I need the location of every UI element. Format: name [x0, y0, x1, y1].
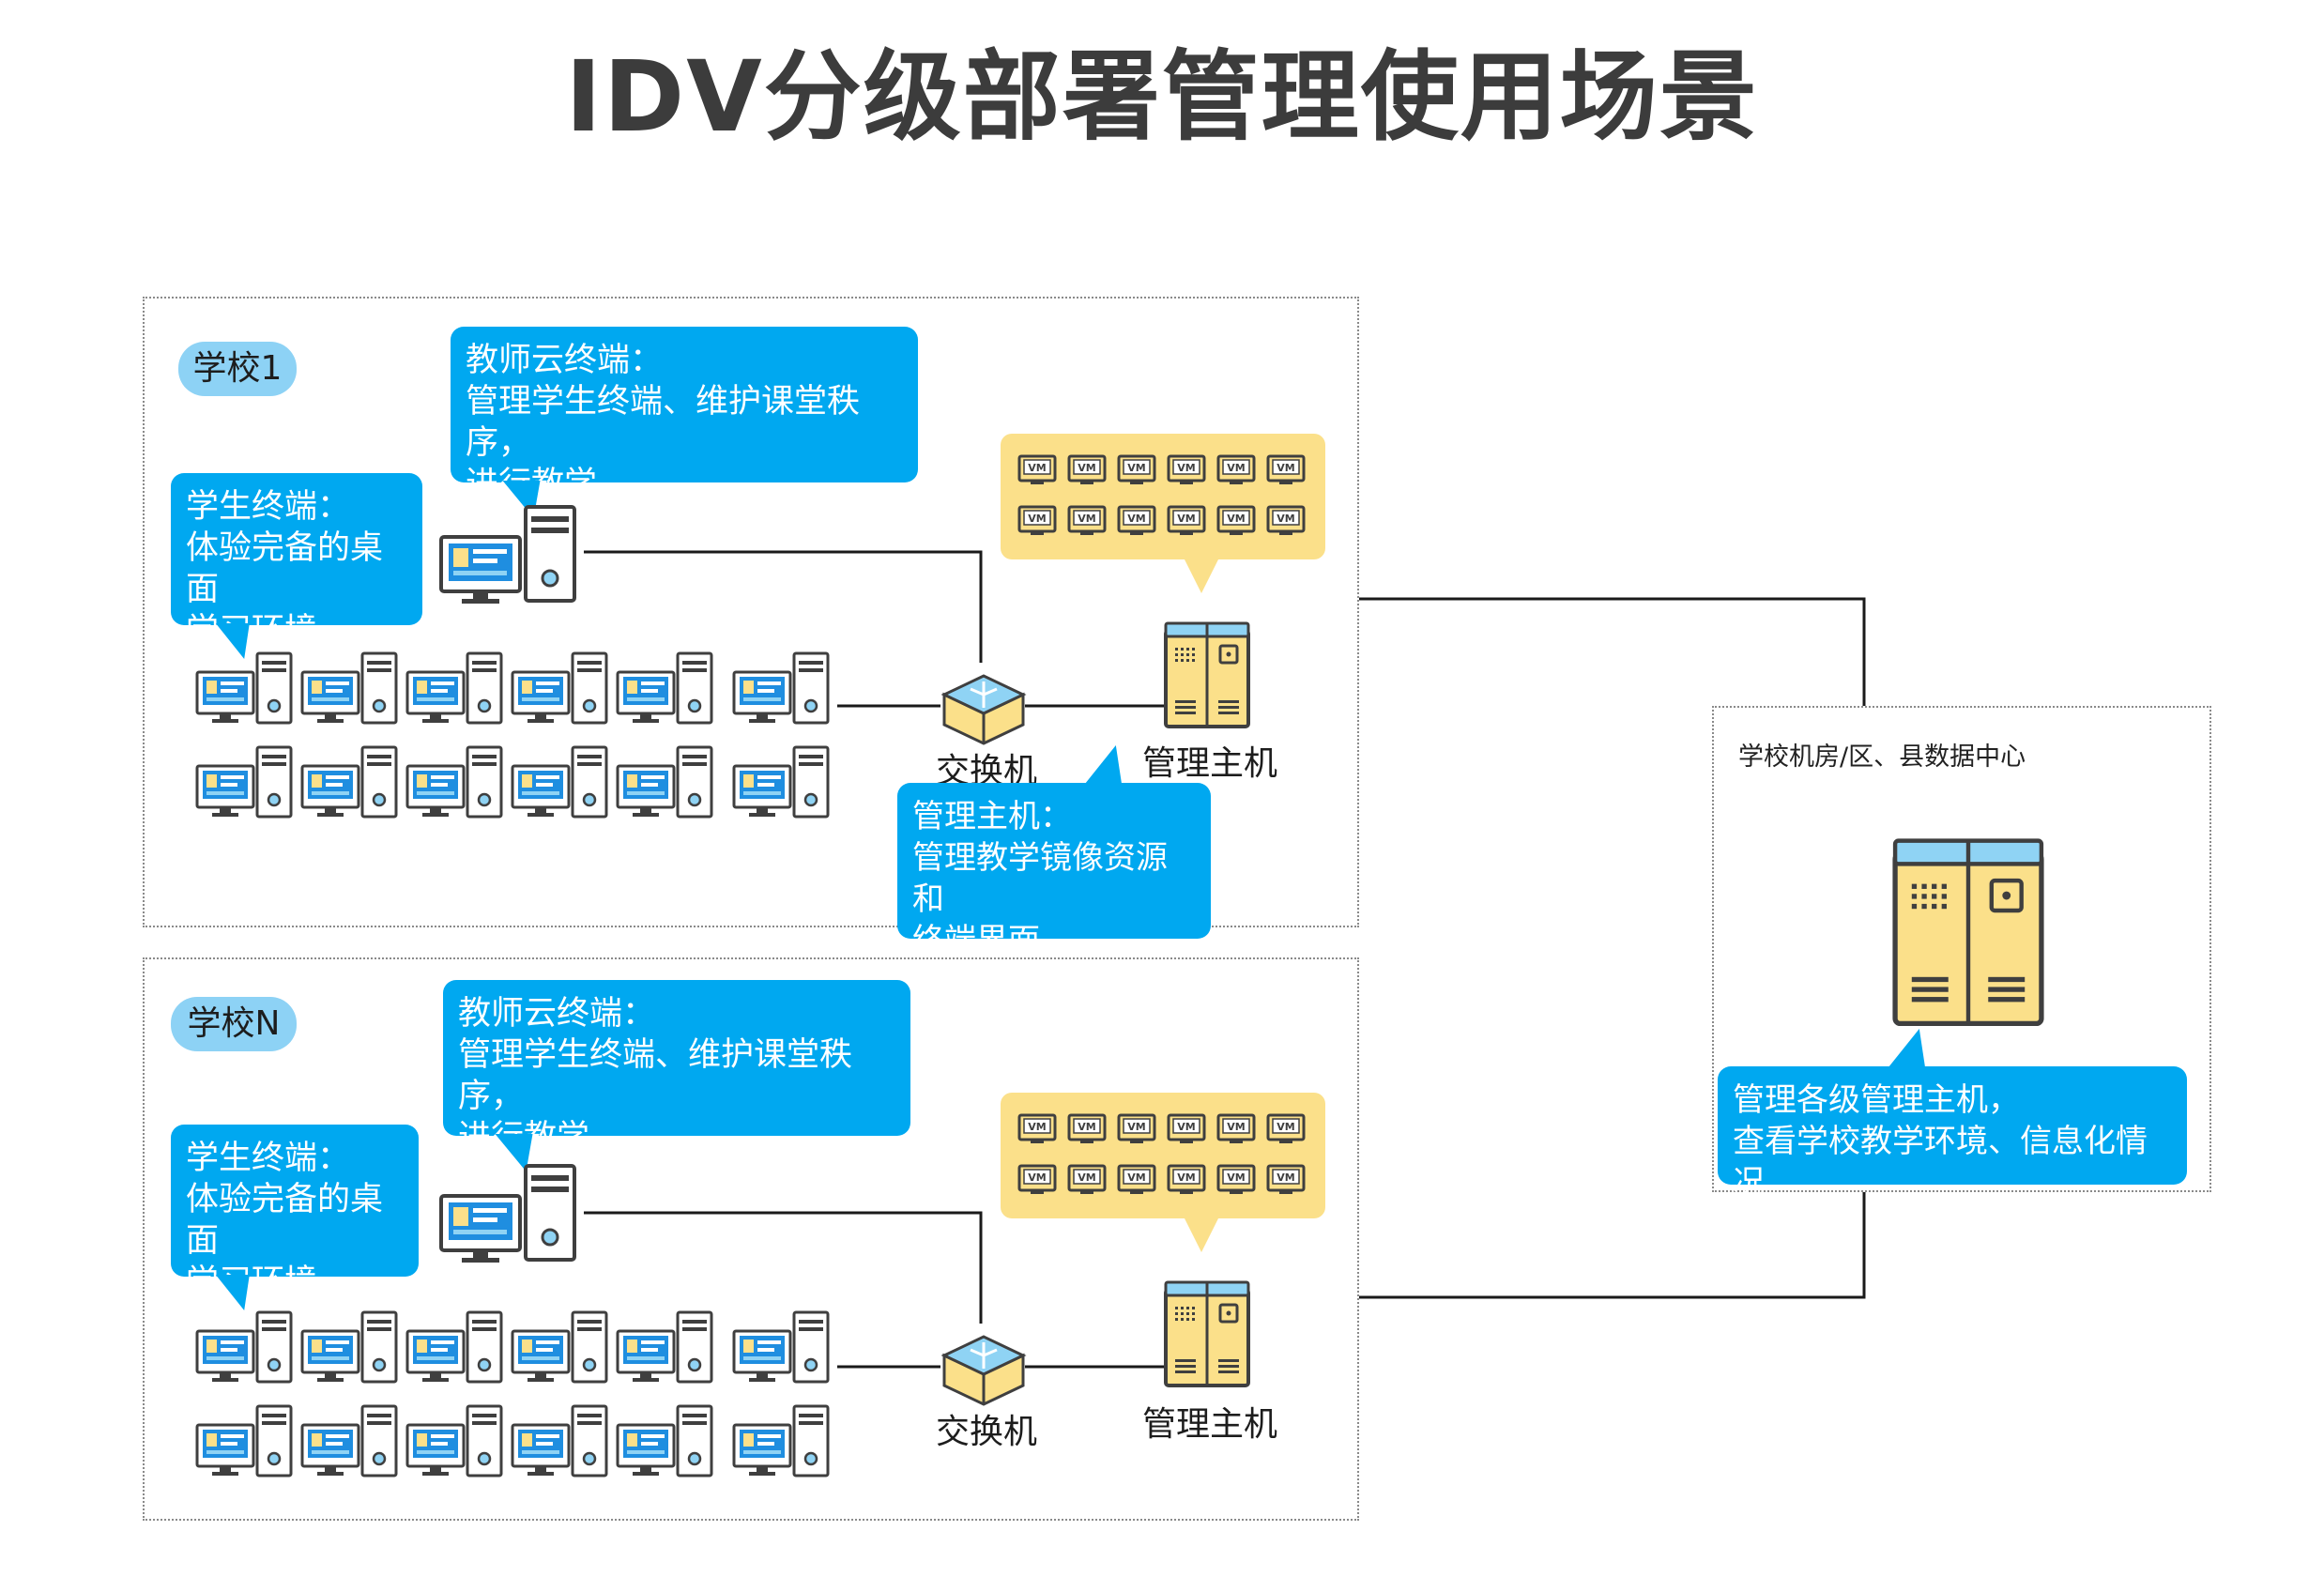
- student-pc-icon: [405, 1310, 503, 1384]
- link-schooln-datacenter: [1359, 1192, 1866, 1299]
- teacher-pc-icon: [439, 1162, 580, 1265]
- host-label-n: 管理主机: [1141, 1405, 1277, 1444]
- student-pc-icon: [405, 745, 503, 819]
- student-bubble-1: 学生终端： 体验完备的桌面 学习环境: [171, 473, 422, 650]
- datacenter-label: 学校机房/区、县数据中心: [1738, 743, 2026, 772]
- host-label-1: 管理主机: [1141, 744, 1277, 783]
- teacher-bubble-n: 教师云终端： 管理学生终端、维护课堂秩序， 进行教学: [443, 980, 910, 1156]
- student-pc-icon: [616, 1404, 713, 1477]
- vm-panel-1-tail: [1185, 559, 1218, 593]
- school-n-badge: 学校N: [171, 997, 297, 1051]
- student-pc-icon: [732, 651, 830, 725]
- student-pc-icon: [300, 1404, 398, 1477]
- student-pc-icon: [511, 745, 608, 819]
- teacher-pc-icon: [439, 503, 580, 606]
- link-teacher-switch-n: [584, 1211, 983, 1324]
- student-pc-icon: [195, 1404, 293, 1477]
- teacher-bubble-1: 教师云终端： 管理学生终端、维护课堂秩序， 进行教学: [451, 327, 918, 503]
- student-pc-grid-1: [195, 651, 843, 820]
- student-pc-icon: [195, 1310, 293, 1384]
- school-1-region: [143, 297, 1359, 927]
- student-pc-icon: [195, 745, 293, 819]
- vm-panel-1: VM: [1001, 434, 1325, 559]
- school-1-badge: 学校1: [178, 342, 297, 396]
- server-icon: [1162, 620, 1252, 730]
- student-pc-icon: [405, 651, 503, 725]
- diagram-title: IDV分级部署管理使用场景: [565, 39, 1759, 154]
- student-pc-icon: [300, 1310, 398, 1384]
- student-pc-icon: [511, 1404, 608, 1477]
- link-school1-datacenter: [1359, 597, 1866, 706]
- student-pc-icon: [511, 651, 608, 725]
- datacenter-bubble: 管理各级管理主机， 查看学校教学环境、信息化情况: [1718, 1066, 2187, 1202]
- link-teacher-switch-1: [584, 550, 983, 663]
- switch-label-n: 交换机: [935, 1413, 1037, 1451]
- student-bubble-n: 学生终端： 体验完备的桌面 学习环境: [171, 1125, 419, 1301]
- student-pc-icon: [732, 745, 830, 819]
- vm-panel-n: VM: [1001, 1093, 1325, 1218]
- student-pc-icon: [300, 745, 398, 819]
- datacenter-region: [1712, 706, 2211, 1192]
- student-pc-icon: [732, 1404, 830, 1477]
- vm-panel-n-tail: [1185, 1218, 1218, 1252]
- student-pc-icon: [300, 651, 398, 725]
- student-pc-icon: [616, 651, 713, 725]
- school-n-region: [143, 957, 1359, 1521]
- student-pc-icon: [616, 1310, 713, 1384]
- server-icon: [1162, 1278, 1252, 1389]
- student-pc-icon: [405, 1404, 503, 1477]
- switch-icon: [940, 657, 1027, 747]
- host-bubble-1: 管理主机： 管理教学镜像资源和 终端界面: [897, 783, 1211, 959]
- switch-icon: [940, 1318, 1027, 1408]
- student-pc-icon: [732, 1310, 830, 1384]
- student-pc-icon: [616, 745, 713, 819]
- student-pc-grid-n: [195, 1310, 843, 1479]
- student-pc-icon: [195, 651, 293, 725]
- server-icon: [1888, 834, 2048, 1031]
- student-pc-icon: [511, 1310, 608, 1384]
